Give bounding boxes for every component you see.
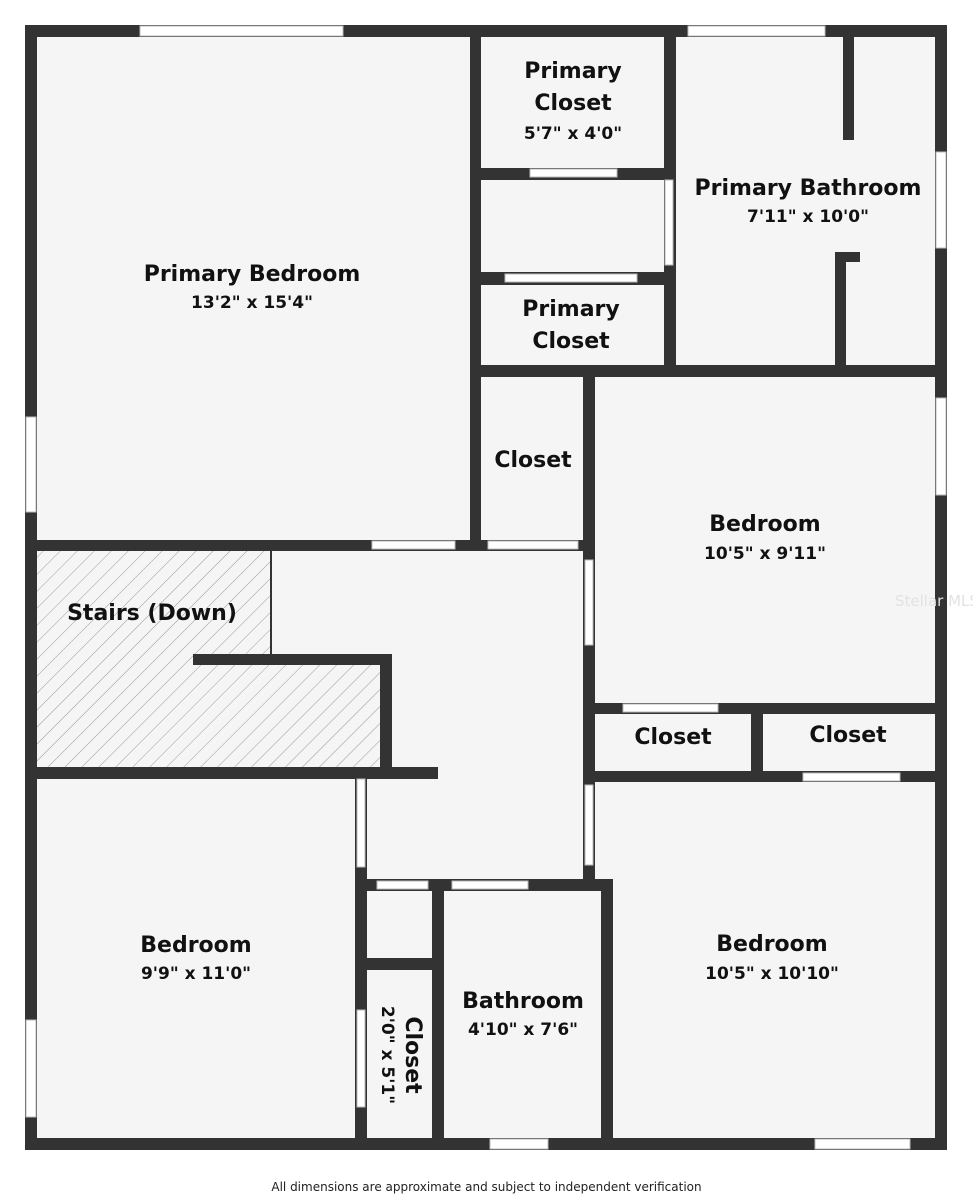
room-dimensions: 9'9" x 11'0" [141, 964, 251, 984]
wall [835, 252, 846, 365]
room-label: Closet [534, 91, 612, 116]
wall [432, 879, 444, 1150]
room-label: Closet [809, 723, 887, 748]
door-opening [371, 540, 456, 550]
room-label: Closet [494, 448, 572, 473]
room-label: Closet [634, 725, 712, 750]
room-dimensions: 2'0" x 5'1" [377, 1006, 397, 1104]
wall [270, 551, 272, 655]
door-opening [622, 703, 719, 713]
door-opening [356, 778, 366, 868]
room-label: Bedroom [140, 933, 251, 958]
wall [25, 540, 595, 551]
wall [751, 703, 763, 775]
room-label: Primary Bedroom [144, 262, 361, 287]
wall [470, 365, 947, 377]
wall [583, 771, 947, 782]
window [687, 25, 826, 37]
door-opening [584, 784, 594, 866]
wall [25, 1138, 947, 1150]
door-opening [376, 880, 429, 890]
window [25, 1019, 37, 1118]
door-opening [487, 540, 579, 550]
wall [193, 654, 392, 665]
door-opening [584, 559, 594, 646]
door-opening [529, 168, 618, 178]
wall [601, 879, 613, 1150]
wall [25, 767, 438, 779]
door-opening [504, 273, 638, 283]
door-opening [451, 880, 529, 890]
wall [843, 37, 854, 140]
room-label: Closet [532, 329, 610, 354]
window [139, 25, 344, 37]
window [25, 416, 37, 513]
window [489, 1138, 549, 1150]
wall [835, 252, 860, 262]
room-dimensions: 10'5" x 10'10" [705, 964, 839, 984]
room-label: Bathroom [462, 989, 584, 1014]
room-label: Bedroom [716, 932, 827, 957]
room-dimensions: 13'2" x 15'4" [191, 293, 313, 313]
room-dimensions: 5'7" x 4'0" [524, 124, 622, 144]
wall [380, 654, 392, 778]
watermark: Stellar MLS [895, 592, 973, 610]
wall [583, 703, 947, 714]
disclaimer: All dimensions are approximate and subje… [271, 1180, 702, 1194]
room-dimensions: 7'11" x 10'0" [747, 207, 869, 227]
door-opening [356, 1009, 366, 1108]
door-opening [664, 179, 674, 266]
wall [355, 958, 444, 970]
window [935, 397, 947, 496]
room-label: Primary [522, 297, 619, 322]
wall [935, 25, 947, 1150]
room-dimensions: 4'10" x 7'6" [468, 1020, 578, 1040]
room-label: Closet [400, 1016, 425, 1094]
door-opening [802, 772, 901, 782]
wall [25, 25, 37, 1150]
window [814, 1138, 911, 1150]
doors-windows [25, 25, 947, 1150]
room-dimensions: 10'5" x 9'11" [704, 544, 826, 564]
room-label: Primary [524, 59, 621, 84]
room-label: Bedroom [709, 512, 820, 537]
wall [470, 25, 481, 550]
room-label: Primary Bathroom [695, 176, 922, 201]
room-label: Stairs (Down) [67, 601, 237, 626]
window [935, 151, 947, 249]
